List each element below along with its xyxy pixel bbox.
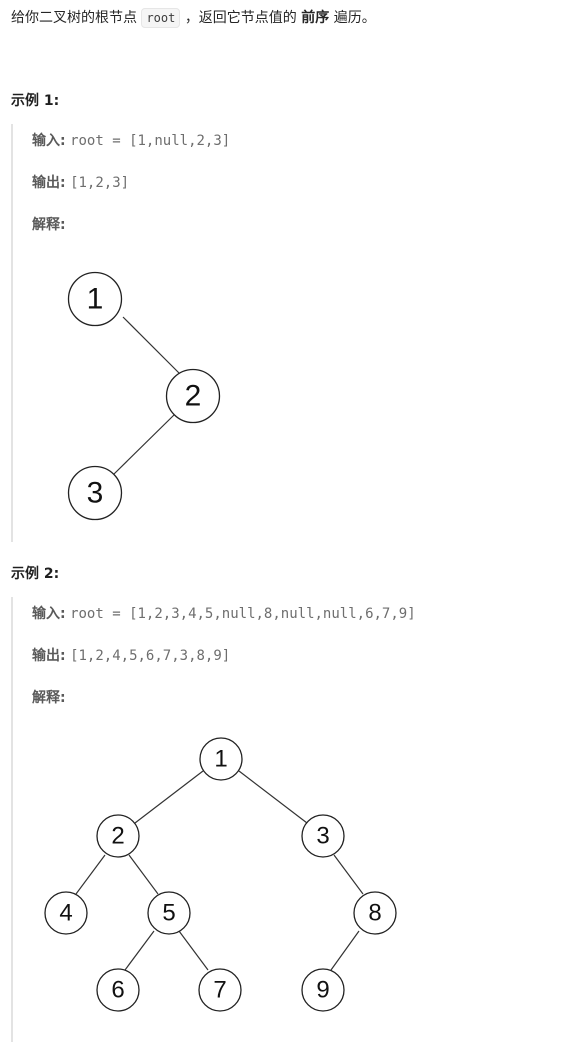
tree1-node-2 — [165, 368, 221, 424]
tree2-node-5 — [147, 891, 191, 935]
tree2-edge-2-5 — [128, 854, 159, 895]
example-2-title: 示例 2: — [11, 566, 60, 582]
example-2-explain-label: 解释: — [32, 690, 66, 706]
example-2-output-label: 输出: — [32, 648, 66, 664]
example-1-tree-diagram: 1 2 3 — [67, 271, 221, 521]
tree2-node-8 — [353, 891, 397, 935]
tree1-edge-1-2 — [122, 316, 182, 376]
example-2-block: 输入: root = [1,2,3,4,5,null,8,null,null,6… — [11, 597, 573, 1042]
example-1-explain-label: 解释: — [32, 217, 66, 233]
example-2-output: 输出: [1,2,4,5,6,7,3,8,9] — [32, 645, 230, 665]
tree1-node-1 — [67, 271, 123, 327]
tree2-edge-1-3 — [238, 770, 308, 824]
example-2-input: 输入: root = [1,2,3,4,5,null,8,null,null,6… — [32, 603, 416, 623]
tree1-node-3 — [67, 465, 123, 521]
example-1-block: 输入: root = [1,null,2,3] 输出: [1,2,3] 解释: … — [11, 124, 573, 542]
tree2-label-3: 3 — [316, 823, 329, 850]
tree1-edge-2-3 — [113, 413, 176, 475]
tree2-node-6 — [96, 968, 140, 1012]
tree2-label-1: 1 — [214, 746, 227, 773]
example-2-output-value: [1,2,4,5,6,7,3,8,9] — [70, 648, 231, 664]
tree2-edge-2-4 — [75, 854, 106, 895]
tree2-label-9: 9 — [316, 977, 329, 1004]
tree1-label-3: 3 — [87, 477, 104, 510]
example-1-title: 示例 1: — [11, 93, 60, 109]
tree2-label-8: 8 — [368, 900, 381, 927]
tree1-label-1: 1 — [87, 283, 104, 316]
example-1-output-label: 输出: — [32, 175, 66, 191]
tree2-edge-1-2 — [134, 770, 204, 824]
tree2-node-7 — [198, 968, 242, 1012]
example-1-explain: 解释: — [32, 214, 66, 234]
intro-bold-term: 前序 — [301, 10, 330, 26]
tree2-node-3 — [301, 814, 345, 858]
example-1-input: 输入: root = [1,null,2,3] — [32, 130, 230, 150]
tree2-label-5: 5 — [162, 900, 175, 927]
example-2-input-label: 输入: — [32, 606, 66, 622]
example-2-input-value: root = [1,2,3,4,5,null,8,null,null,6,7,9… — [70, 606, 416, 622]
intro-prefix: 给你二叉树的根节点 — [11, 10, 137, 26]
tree2-label-6: 6 — [111, 977, 124, 1004]
tree2-label-7: 7 — [213, 977, 226, 1004]
tree2-label-2: 2 — [111, 823, 124, 850]
tree1-label-2: 2 — [185, 380, 202, 413]
tree2-node-9 — [301, 968, 345, 1012]
tree2-edge-8-9 — [330, 930, 360, 971]
tree2-node-1 — [199, 737, 243, 781]
tree2-label-4: 4 — [59, 900, 72, 927]
example-2-explain: 解释: — [32, 687, 66, 707]
tree2-edge-5-6 — [124, 930, 155, 971]
inline-code-root: root — [141, 8, 181, 28]
example-1-input-value: root = [1,null,2,3] — [70, 133, 231, 149]
tree2-node-4 — [44, 891, 88, 935]
tree2-edge-5-7 — [178, 930, 209, 971]
problem-description: 给你二叉树的根节点 root ，返回它节点值的 前序 遍历。 — [11, 6, 376, 30]
tree2-edge-3-8 — [333, 854, 364, 895]
example-2-tree-diagram: 1 2 3 4 5 8 6 7 9 — [44, 737, 397, 1012]
example-1-output: 输出: [1,2,3] — [32, 172, 129, 192]
example-1-input-label: 输入: — [32, 133, 66, 149]
intro-suffix: 遍历。 — [333, 10, 376, 26]
tree2-node-2 — [96, 814, 140, 858]
example-1-output-value: [1,2,3] — [70, 175, 130, 191]
intro-middle: ，返回它节点值的 — [184, 10, 297, 26]
